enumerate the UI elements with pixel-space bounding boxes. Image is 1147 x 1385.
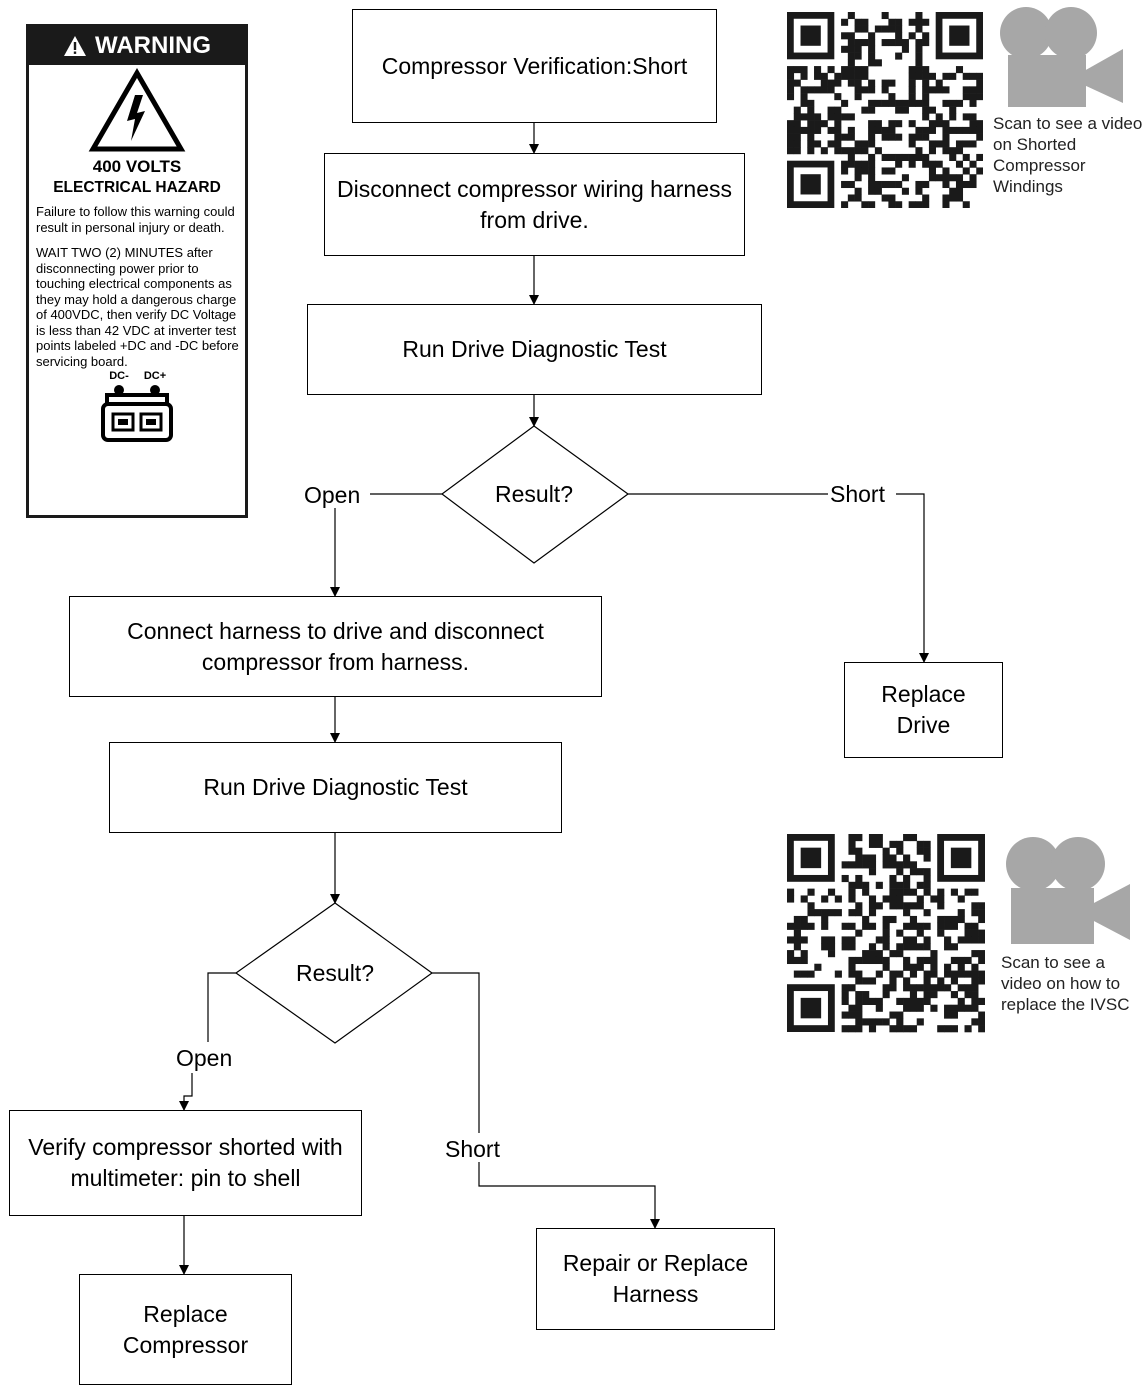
repair-harness-box: Repair or Replace Harness <box>536 1228 775 1330</box>
warning-header: WARNING <box>29 27 245 65</box>
decision-2-text: Result? <box>296 960 374 986</box>
decision-diamond-1 <box>440 425 630 564</box>
warning-hazard: ELECTRICAL HAZARD <box>53 179 221 196</box>
dc-terminal-icon: DC- DC+ <box>101 370 173 442</box>
connector-d2-short <box>432 972 480 1133</box>
video-caption-2: Scan to see a video on how to replace th… <box>1001 953 1130 1014</box>
dc-plus-label: DC+ <box>144 370 166 382</box>
step-verify-multimeter: Verify compressor shorted with multimete… <box>9 1110 362 1216</box>
warning-volts: 400 VOLTS <box>92 157 182 176</box>
step-run-diagnostic-2: Run Drive Diagnostic Test <box>109 742 562 833</box>
warning-title: WARNING <box>95 32 211 59</box>
arrow-d1-short-down <box>896 493 929 663</box>
decision-2-open-label: Open <box>174 1045 235 1071</box>
qr-code-2[interactable] <box>787 834 985 1034</box>
warning-triangle-icon <box>64 36 86 56</box>
warning-paragraph-2: WAIT TWO (2) MINUTES after disconnecting… <box>36 245 239 369</box>
decision-2-short-label: Short <box>443 1136 502 1162</box>
decision-1-text: Result? <box>495 481 573 507</box>
arrow-d2-open-down <box>179 1073 193 1111</box>
replace-drive-box: Replace Drive <box>844 662 1003 758</box>
decision-1-open-label: Open <box>302 482 363 508</box>
qr-code-1[interactable] <box>787 12 983 208</box>
video-caption-1: Scan to see a video on Shorted Compresso… <box>993 114 1143 196</box>
dc-minus-label: DC- <box>109 370 129 382</box>
start-box: Compressor Verification:Short <box>352 9 717 123</box>
decision-diamond-2 <box>234 902 434 1044</box>
step-disconnect-harness: Disconnect compressor wiring harness fro… <box>324 153 745 256</box>
replace-compressor-box: Replace Compressor <box>79 1274 292 1385</box>
decision-1-short-label: Short <box>828 481 887 507</box>
connector-d2-open <box>207 972 236 1042</box>
warning-paragraph-1: Failure to follow this warning could res… <box>36 204 235 235</box>
warning-panel: WARNING 400 VOLTS ELECTRICAL HAZARD Fail… <box>26 24 248 518</box>
video-camera-icon <box>1006 837 1130 944</box>
arrow-d2-short-down <box>478 1162 660 1229</box>
video-camera-icon <box>1000 7 1123 107</box>
step-run-diagnostic-1: Run Drive Diagnostic Test <box>307 304 762 395</box>
step-connect-harness: Connect harness to drive and disconnect … <box>69 596 602 697</box>
high-voltage-icon <box>88 68 186 152</box>
